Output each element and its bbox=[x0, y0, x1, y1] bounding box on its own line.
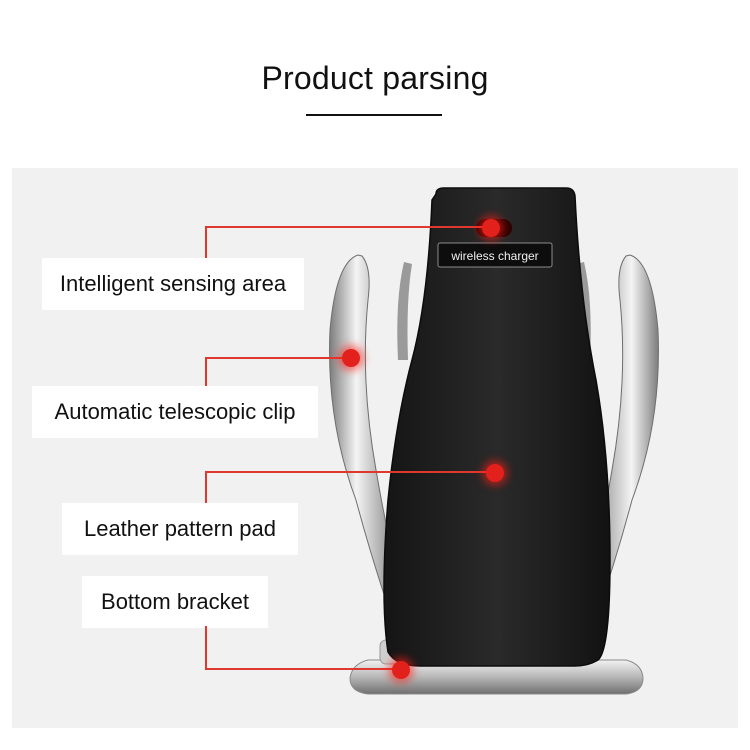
wireless-charger-badge bbox=[437, 242, 553, 268]
sensing-leader-h bbox=[205, 226, 490, 228]
sensing-leader-v bbox=[205, 226, 207, 262]
clip-leader-h bbox=[205, 357, 351, 359]
bottom-bracket-marker bbox=[392, 661, 410, 679]
clip-leader-v bbox=[205, 357, 207, 387]
bottom-bracket bbox=[349, 659, 644, 695]
callout-label: Automatic telescopic clip bbox=[54, 399, 296, 424]
page-title: Product parsing bbox=[261, 60, 489, 96]
telescopic-clip-marker bbox=[342, 349, 360, 367]
left-clip-inner bbox=[397, 262, 412, 360]
bracket-leader-v bbox=[205, 626, 207, 669]
leather-pad-marker bbox=[486, 464, 504, 482]
pad-leader-v bbox=[205, 471, 207, 505]
callout-label: Bottom bracket bbox=[101, 589, 249, 614]
callout-label: Intelligent sensing area bbox=[59, 271, 287, 296]
leather-pattern-pad bbox=[383, 187, 611, 667]
header: Product parsing bbox=[0, 0, 750, 168]
callout-leather-pad: Leather pattern pad bbox=[62, 503, 298, 555]
pad-leader-h bbox=[205, 471, 495, 473]
callout-telescopic-clip: Automatic telescopic clip bbox=[32, 386, 318, 438]
title-underline bbox=[306, 114, 442, 116]
sensing-area-marker bbox=[482, 219, 500, 237]
bracket-leader-h bbox=[205, 668, 397, 670]
callout-sensing-area: Intelligent sensing area bbox=[42, 258, 304, 310]
badge-text: wireless charger bbox=[450, 249, 538, 263]
callout-bottom-bracket: Bottom bracket bbox=[82, 576, 268, 628]
callout-label: Leather pattern pad bbox=[83, 516, 277, 541]
